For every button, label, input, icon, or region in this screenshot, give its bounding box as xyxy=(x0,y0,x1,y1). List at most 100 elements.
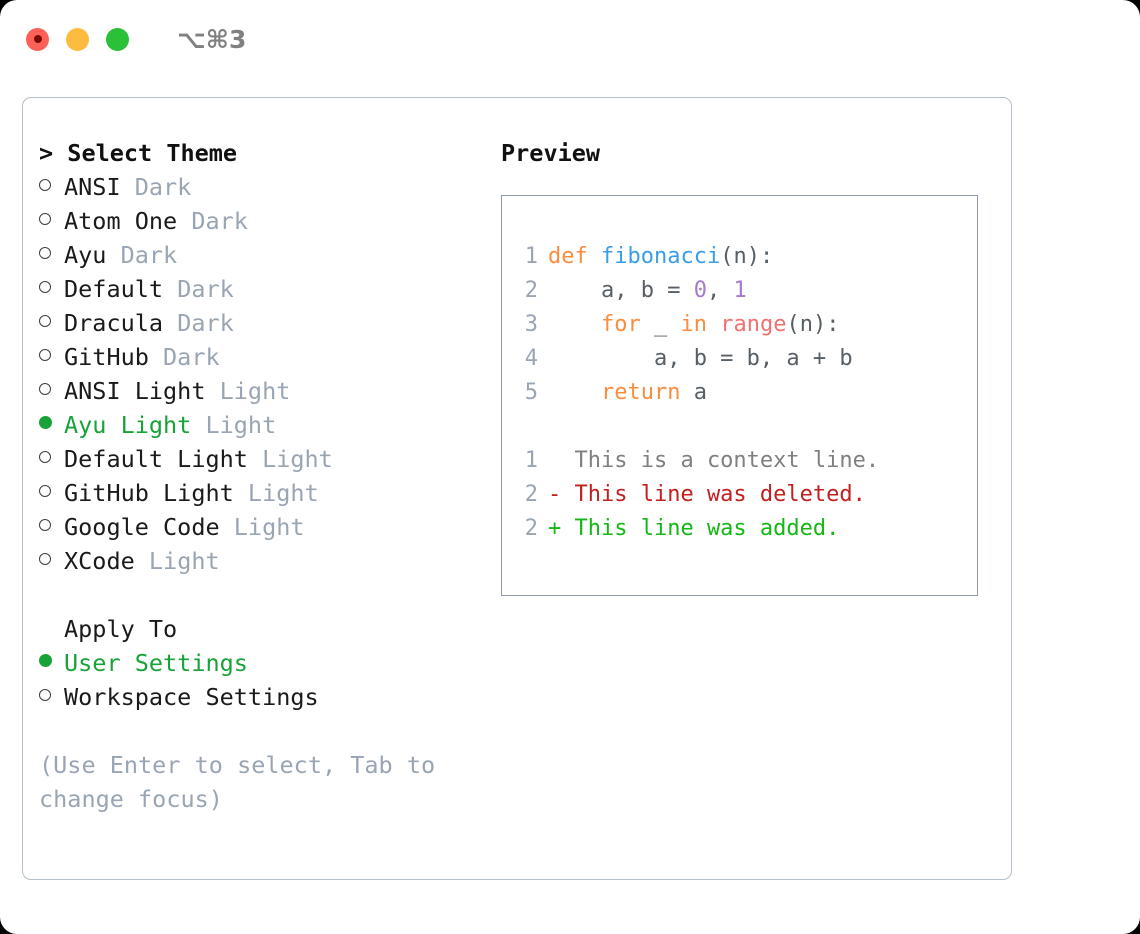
section-spacer xyxy=(39,578,489,612)
code-token: fibonacci xyxy=(600,244,721,269)
radio-dot xyxy=(39,689,51,701)
minimize-button[interactable] xyxy=(66,27,89,51)
radio-unselected-icon xyxy=(39,281,64,293)
code-line: 4 a, b = b, a + b xyxy=(516,342,977,376)
theme-list-item[interactable]: Ayu Light Light xyxy=(39,408,489,442)
line-number: 2 xyxy=(524,516,538,541)
theme-list-item[interactable]: GitHub Dark xyxy=(39,340,489,374)
preview-header: Preview xyxy=(501,139,601,167)
code-line: 3 for _ in range(n): xyxy=(516,308,977,342)
radio-dot xyxy=(39,519,51,531)
radio-dot xyxy=(39,179,51,191)
theme-list-item[interactable]: Ayu Dark xyxy=(39,238,489,272)
code-token xyxy=(548,380,601,405)
radio-unselected-icon xyxy=(39,383,64,395)
theme-name: ANSI Light xyxy=(64,377,206,405)
code-token: return xyxy=(600,380,681,405)
theme-kind-label: Dark xyxy=(120,173,192,201)
radio-unselected-icon xyxy=(39,451,64,463)
theme-name: Google Code xyxy=(64,513,220,541)
theme-kind-label: Light xyxy=(247,445,333,473)
line-number: 2 xyxy=(524,278,538,303)
radio-unselected-icon xyxy=(39,247,64,259)
theme-name: Ayu xyxy=(64,241,107,269)
line-number: 5 xyxy=(524,380,538,405)
theme-list-item[interactable]: Default Light Light xyxy=(39,442,489,476)
theme-list-item[interactable]: ANSI Dark xyxy=(39,170,489,204)
radio-dot xyxy=(39,247,51,259)
theme-kind-label: Light xyxy=(233,479,319,507)
radio-dot xyxy=(39,654,52,667)
theme-name: Dracula xyxy=(64,309,164,337)
code-token: 0 xyxy=(693,278,707,303)
radio-unselected-icon xyxy=(39,179,64,191)
radio-dot xyxy=(39,383,51,395)
close-button[interactable] xyxy=(26,27,49,51)
apply-to-header: Apply To xyxy=(64,615,178,643)
apply-to-label: Workspace Settings xyxy=(64,683,319,711)
radio-unselected-icon xyxy=(39,519,64,531)
radio-unselected-icon xyxy=(39,689,64,701)
theme-name: Ayu Light xyxy=(64,411,192,439)
apply-to-item[interactable]: Workspace Settings xyxy=(39,680,489,714)
line-number: 1 xyxy=(524,244,538,269)
radio-dot xyxy=(39,553,51,565)
diff-text: + This line was added. xyxy=(548,516,840,541)
theme-kind-label: Dark xyxy=(163,309,234,337)
code-token: , xyxy=(706,278,734,303)
theme-list-item[interactable]: Dracula Dark xyxy=(39,306,489,340)
code-preview: 1 def fibonacci(n): 2 a, b = 0, 1 3 for _ i… xyxy=(516,240,977,410)
line-number: 3 xyxy=(524,312,538,337)
code-line: 1 def fibonacci(n): xyxy=(516,240,977,274)
radio-selected-icon xyxy=(39,416,64,429)
theme-name: Atom One xyxy=(64,207,178,235)
radio-dot xyxy=(39,451,51,463)
apply-to-label: User Settings xyxy=(64,649,248,677)
theme-kind-label: Light xyxy=(134,547,220,575)
code-token: (n): xyxy=(720,244,774,269)
theme-list-item[interactable]: GitHub Light Light xyxy=(39,476,489,510)
code-token: for xyxy=(600,312,641,337)
code-token: in xyxy=(680,312,707,337)
theme-list-item[interactable]: Default Dark xyxy=(39,272,489,306)
theme-kind-label: Light xyxy=(205,377,291,405)
theme-list-item[interactable]: ANSI Light Light xyxy=(39,374,489,408)
diff-text: This is a context line. xyxy=(548,448,880,473)
theme-list-item[interactable]: Atom One Dark xyxy=(39,204,489,238)
line-number: 4 xyxy=(524,346,538,371)
radio-dot xyxy=(39,485,51,497)
keyboard-hint-text: (Use Enter to select, Tab to change focu… xyxy=(39,751,436,813)
code-token: _ xyxy=(640,312,681,337)
diff-line: 2 + This line was added. xyxy=(516,512,977,546)
theme-name: Default Light xyxy=(64,445,248,473)
line-number: 2 xyxy=(524,482,538,507)
diff-line: 1 This is a context line. xyxy=(516,444,977,478)
code-token: a, b = b, a + b xyxy=(548,346,853,371)
radio-unselected-icon xyxy=(39,553,64,565)
theme-name: Default xyxy=(64,275,164,303)
theme-list-item[interactable]: Google Code Light xyxy=(39,510,489,544)
code-token: def xyxy=(548,244,601,269)
radio-unselected-icon xyxy=(39,485,64,497)
select-theme-header: > Select Theme xyxy=(39,139,238,167)
theme-list-item[interactable]: XCode Light xyxy=(39,544,489,578)
radio-unselected-icon xyxy=(39,349,64,361)
radio-unselected-icon xyxy=(39,315,64,327)
radio-dot xyxy=(39,349,51,361)
radio-dot xyxy=(39,416,52,429)
code-token: a xyxy=(680,380,707,405)
theme-name: XCode xyxy=(64,547,135,575)
diff-spacer xyxy=(516,410,977,444)
theme-name: GitHub xyxy=(64,343,149,371)
theme-kind-label: Dark xyxy=(163,275,234,303)
radio-unselected-icon xyxy=(39,213,64,225)
maximize-button[interactable] xyxy=(106,27,129,51)
code-token: a, b = xyxy=(548,278,694,303)
code-token xyxy=(707,312,720,337)
apply-to-item[interactable]: User Settings xyxy=(39,646,489,680)
